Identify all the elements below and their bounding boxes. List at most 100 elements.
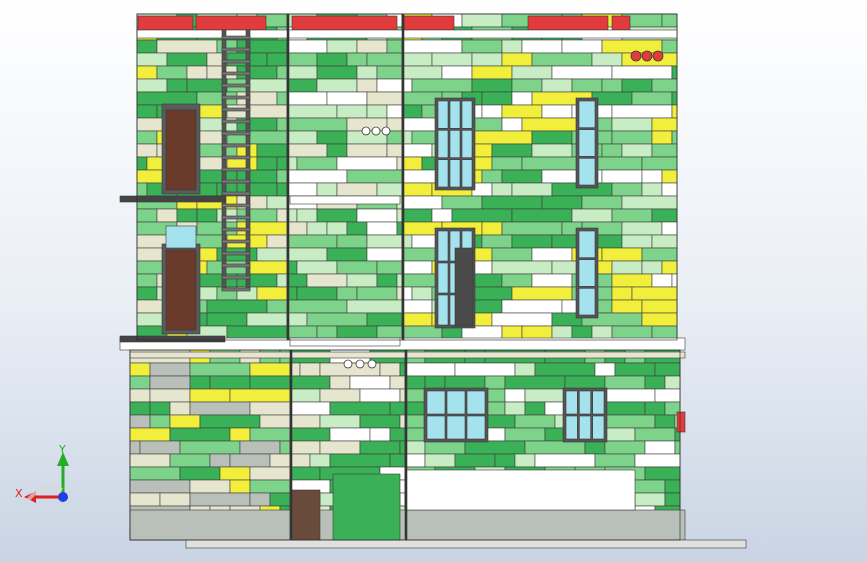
- brick: [504, 388, 526, 403]
- brick: [386, 104, 403, 119]
- brick: [531, 247, 573, 262]
- brick: [366, 91, 403, 106]
- brick: [136, 182, 148, 197]
- brick: [514, 362, 536, 377]
- brick: [494, 453, 516, 468]
- brick: [129, 362, 151, 377]
- brick: [399, 362, 406, 377]
- brick: [286, 130, 318, 145]
- roof-trim-red: [403, 15, 455, 31]
- brick: [189, 388, 231, 403]
- brick: [326, 91, 368, 106]
- brick: [511, 286, 573, 301]
- brick: [319, 440, 361, 455]
- brick: [379, 362, 401, 377]
- brick: [359, 414, 401, 429]
- window-dark: [454, 247, 474, 327]
- wall-lamp: [676, 411, 686, 433]
- brick: [511, 78, 543, 93]
- front-steps: [404, 469, 636, 511]
- brick: [139, 440, 181, 455]
- brick: [604, 375, 646, 390]
- brick: [651, 325, 678, 340]
- brick: [166, 78, 188, 93]
- brick: [521, 325, 553, 340]
- brick: [276, 91, 288, 106]
- brick: [501, 39, 523, 54]
- brick: [531, 273, 573, 288]
- brick: [129, 427, 171, 442]
- brick: [286, 247, 328, 262]
- window-pane: [437, 100, 449, 129]
- brick: [641, 312, 678, 327]
- floor-ledge-mid: [289, 195, 401, 205]
- brick: [601, 39, 663, 54]
- brick: [286, 65, 318, 80]
- window-pane: [578, 100, 596, 128]
- window-pane: [437, 230, 449, 262]
- brick: [256, 156, 278, 171]
- brick: [399, 492, 406, 507]
- brick: [621, 143, 653, 158]
- section-divider: [289, 349, 293, 541]
- brick: [389, 453, 406, 468]
- brick: [444, 375, 486, 390]
- brick: [644, 375, 666, 390]
- brick: [521, 156, 583, 171]
- brick: [276, 156, 288, 171]
- brick: [286, 299, 348, 314]
- brick: [329, 427, 371, 442]
- brick: [129, 414, 151, 429]
- brick: [564, 375, 606, 390]
- brick: [156, 65, 188, 80]
- brick: [404, 362, 456, 377]
- brick: [316, 182, 338, 197]
- brick: [664, 492, 681, 507]
- side-stairs: [289, 489, 321, 541]
- brick: [176, 208, 198, 223]
- brick: [411, 286, 433, 301]
- brick: [401, 65, 443, 80]
- brick: [219, 466, 251, 481]
- brick: [346, 52, 368, 67]
- brick: [169, 414, 201, 429]
- brick: [611, 182, 643, 197]
- brick: [651, 208, 678, 223]
- ground-plate: [185, 539, 747, 549]
- brick: [471, 130, 533, 145]
- window-pane: [466, 390, 486, 415]
- brick: [389, 375, 406, 390]
- brick: [289, 388, 321, 403]
- brick: [236, 208, 278, 223]
- brick: [189, 479, 231, 494]
- brick: [249, 401, 291, 416]
- round-ornament: [371, 126, 381, 136]
- brick: [286, 52, 318, 67]
- brick: [674, 440, 681, 455]
- brick: [389, 401, 406, 416]
- window-pane: [466, 415, 486, 440]
- brick: [179, 466, 221, 481]
- brick: [654, 414, 676, 429]
- brick: [286, 182, 318, 197]
- window-pane: [461, 100, 473, 129]
- brick: [149, 414, 171, 429]
- ladder-rung: [221, 263, 251, 268]
- window-pane: [579, 390, 591, 415]
- brick: [424, 440, 466, 455]
- brick: [654, 388, 681, 403]
- window-pane: [578, 129, 596, 157]
- brick: [366, 234, 403, 249]
- brick: [521, 117, 583, 132]
- brick: [336, 234, 368, 249]
- brick: [431, 208, 453, 223]
- brick: [504, 375, 566, 390]
- brick: [246, 130, 288, 145]
- brick: [481, 91, 513, 106]
- brick: [216, 208, 238, 223]
- brick: [129, 466, 181, 481]
- brick: [501, 325, 523, 340]
- round-ornament: [381, 126, 391, 136]
